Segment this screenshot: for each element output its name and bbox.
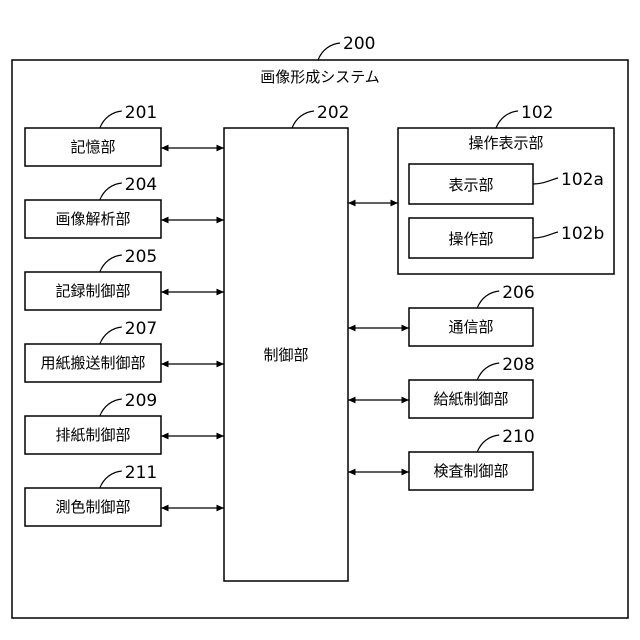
right-unit-0-ref-leader: [477, 291, 499, 308]
left-unit-5-ref: 211: [125, 463, 157, 483]
operation-unit-label: 操作部: [448, 230, 493, 248]
left-unit-2-ref-leader: [100, 255, 122, 272]
right-unit-2-ref-leader: [477, 435, 499, 452]
system-ref-leader: [318, 43, 340, 60]
display-unit-ref-leader: [533, 178, 558, 184]
operation-unit-ref: 102b: [561, 224, 604, 244]
right-unit-1-label: 給紙制御部: [433, 390, 508, 408]
left-unit-1-ref: 204: [125, 175, 157, 195]
controller-ref: 202: [317, 103, 349, 123]
controller-ref-leader: [292, 111, 314, 128]
left-unit-2-ref: 205: [125, 247, 157, 267]
right-unit-1-ref: 208: [502, 355, 534, 375]
left-unit-0-ref: 201: [125, 103, 157, 123]
controller-label: 制御部: [263, 346, 308, 364]
system-title: 画像形成システム: [260, 68, 380, 86]
system-ref: 200: [343, 34, 375, 54]
left-unit-5-ref-leader: [100, 471, 122, 488]
right-unit-2-label: 検査制御部: [433, 462, 508, 480]
left-unit-4-ref: 209: [125, 391, 157, 411]
display-unit-label: 表示部: [448, 176, 493, 194]
display-unit-ref: 102a: [561, 170, 604, 190]
left-unit-4-ref-leader: [100, 399, 122, 416]
operation-unit-ref-leader: [533, 232, 558, 238]
operation-display-ref-leader: [496, 111, 518, 128]
left-unit-3-label: 用紙搬送制御部: [40, 354, 145, 372]
right-unit-1-ref-leader: [477, 363, 499, 380]
left-unit-2-label: 記録制御部: [55, 282, 130, 300]
left-unit-3-ref-leader: [100, 327, 122, 344]
left-unit-1-label: 画像解析部: [55, 210, 130, 228]
operation-display-label: 操作表示部: [468, 134, 543, 152]
operation-display-ref: 102: [521, 103, 553, 123]
left-unit-0-label: 記憶部: [70, 138, 115, 156]
left-unit-3-ref: 207: [125, 319, 157, 339]
right-unit-0-label: 通信部: [448, 318, 493, 336]
left-unit-0-ref-leader: [100, 111, 122, 128]
left-unit-5-label: 測色制御部: [55, 498, 130, 516]
left-unit-4-label: 排紙制御部: [55, 426, 130, 444]
left-unit-1-ref-leader: [100, 183, 122, 200]
right-unit-2-ref: 210: [502, 427, 534, 447]
right-unit-0-ref: 206: [502, 283, 534, 303]
